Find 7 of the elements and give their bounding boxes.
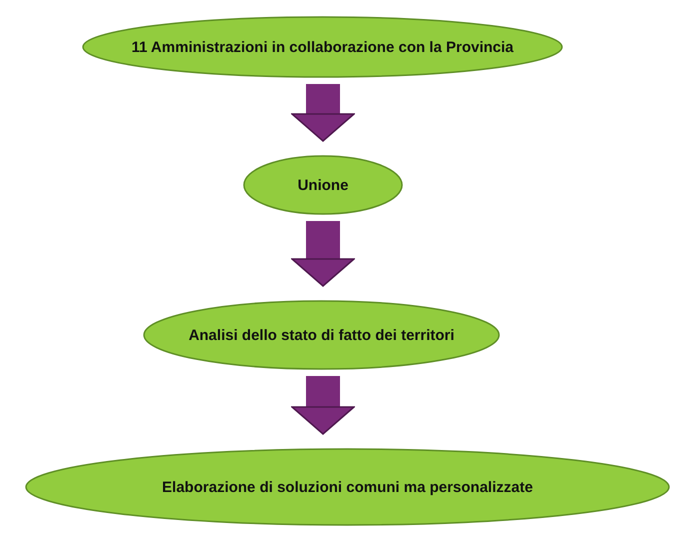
node-label: Analisi dello stato di fatto dei territori: [188, 326, 456, 344]
node-label: Elaborazione di soluzioni comuni ma personalizzate: [161, 478, 534, 496]
node-label: 11 Amministrazioni in collaborazione con la Provincia: [130, 38, 515, 56]
block-arrow: [291, 376, 355, 435]
block-arrow: [291, 221, 355, 287]
block-arrow: [291, 84, 355, 142]
node-label: Unione: [296, 176, 350, 194]
